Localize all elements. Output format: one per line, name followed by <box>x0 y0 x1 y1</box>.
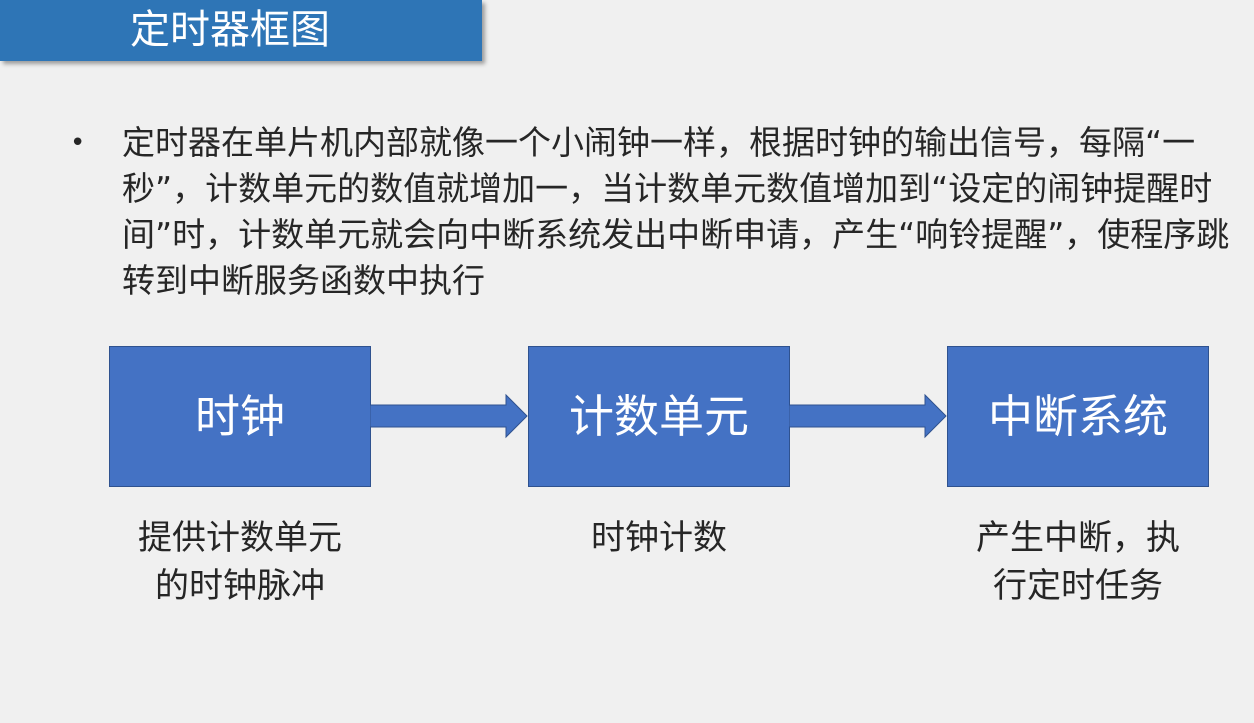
caption-counter-line1: 时钟计数 <box>591 518 727 558</box>
caption-clock-line2: 的时钟脉冲 <box>155 566 325 606</box>
caption-counter: 时钟计数 <box>528 514 790 562</box>
node-interrupt-label: 中断系统 <box>987 389 1168 443</box>
arrow-counter-to-interrupt <box>789 393 947 439</box>
caption-clock: 提供计数单元 的时钟脉冲 <box>109 514 371 610</box>
node-clock-label: 时钟 <box>194 389 285 443</box>
node-counter-label: 计数单元 <box>568 389 749 443</box>
caption-interrupt-line1: 产生中断，执 <box>976 518 1180 558</box>
caption-interrupt-line2: 行定时任务 <box>993 566 1163 606</box>
caption-clock-line1: 提供计数单元 <box>138 518 342 558</box>
caption-interrupt: 产生中断，执 行定时任务 <box>947 514 1209 610</box>
slide-title-bar: 定时器框图 <box>0 0 482 61</box>
node-counter-box: 计数单元 <box>528 346 790 487</box>
node-interrupt-box: 中断系统 <box>947 346 1209 487</box>
slide-title: 定时器框图 <box>130 7 330 53</box>
arrow-clock-to-counter <box>370 393 528 439</box>
bullet-text: 定时器在单片机内部就像一个小闹钟一样，根据时钟的输出信号，每隔“一秒”，计数单元… <box>122 123 1230 300</box>
node-clock-box: 时钟 <box>109 346 371 487</box>
bullet-marker: • <box>70 128 86 158</box>
